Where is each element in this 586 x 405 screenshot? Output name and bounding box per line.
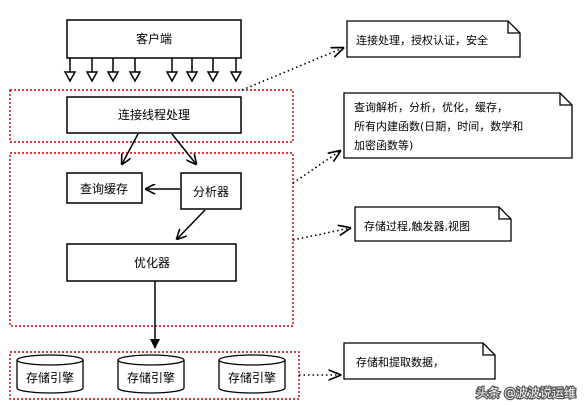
service-layer-frame [9,152,294,327]
note-service-line-3: 加密函数等) [354,138,413,152]
storage-engine-label: 存储引擎 [127,370,175,385]
note-connection-text: 连接处理，授权认证，安全 [356,33,488,47]
note-service-line-1: 查询解析，分析，优化，缓存， [354,100,508,114]
cache-label: 查询缓存 [80,182,128,196]
watermark: 头条 @波波说运维 [476,385,576,400]
storage-engine-label: 存储引擎 [26,370,74,385]
note-storage-text: 存储和提取数据， [356,355,444,369]
connection-layer-frame [9,89,294,143]
connection-label: 连接线程处理 [118,107,190,122]
note-service-line-2: 所有内建函数(日期，时间，数学和 [354,119,523,133]
note-storage: 存储和提取数据， [343,342,496,380]
client-label: 客户端 [136,31,172,46]
note-connection: 连接处理，授权认证，安全 [346,20,521,58]
optimizer-box [66,243,237,282]
storage-engine-2: 存储引擎 [117,354,185,394]
optimizer-label: 优化器 [134,256,170,270]
note-leaders [241,48,350,375]
note-executor-text: 存储过程,触发器,视图 [364,219,470,233]
cache-box [66,172,143,204]
parser-box [180,172,242,210]
client-arrows [63,58,243,83]
storage-engine-1: 存储引擎 [16,354,84,394]
client-box [66,19,242,59]
arrow-optimizer-to-storage-head [150,339,160,349]
arrow-connection-to-cache [122,133,139,164]
note-service: 查询解析，分析，优化，缓存， 所有内建函数(日期，时间，数学和 加密函数等) [343,92,573,159]
note-executor: 存储过程,触发器,视图 [354,206,512,242]
storage-engine-3: 存储引擎 [218,354,286,394]
arrow-parser-to-optimizer [177,209,206,239]
connection-box [66,96,242,134]
parser-label: 分析器 [193,185,229,199]
arrow-connection-to-parser [171,133,196,164]
storage-engine-label: 存储引擎 [228,370,276,385]
